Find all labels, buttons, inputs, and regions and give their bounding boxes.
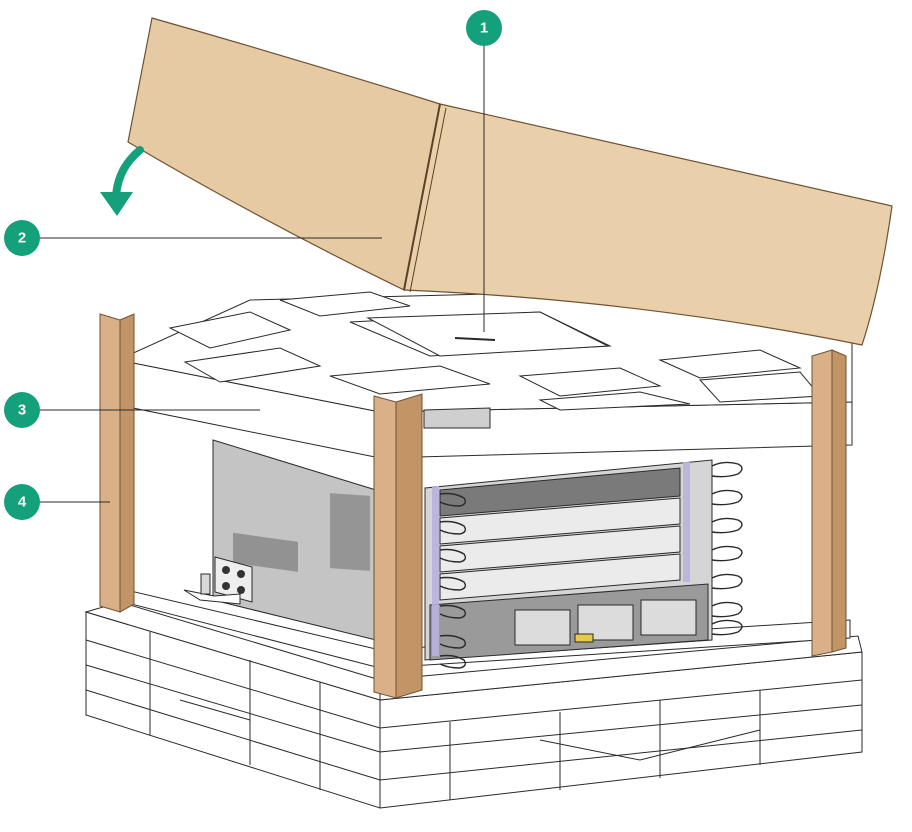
callout-4: 4 — [4, 484, 40, 520]
callout-1: 1 — [466, 10, 502, 46]
callout-3: 3 — [4, 392, 40, 428]
top-foam-cushion — [116, 289, 853, 459]
callout-1-label: 1 — [480, 20, 488, 37]
callout-2: 2 — [4, 220, 40, 256]
callout-2-label: 2 — [18, 230, 26, 247]
leader-lines — [38, 40, 485, 503]
pallet — [84, 601, 863, 809]
cable-handles — [439, 461, 743, 669]
callout-3-label: 3 — [18, 402, 26, 419]
switch-side-panel — [183, 439, 377, 641]
carton-lid — [127, 17, 893, 346]
callout-4-label: 4 — [18, 494, 27, 511]
rotate-arrow-icon — [100, 146, 144, 216]
switch-front-panel — [424, 459, 713, 661]
corner-posts — [99, 313, 847, 699]
